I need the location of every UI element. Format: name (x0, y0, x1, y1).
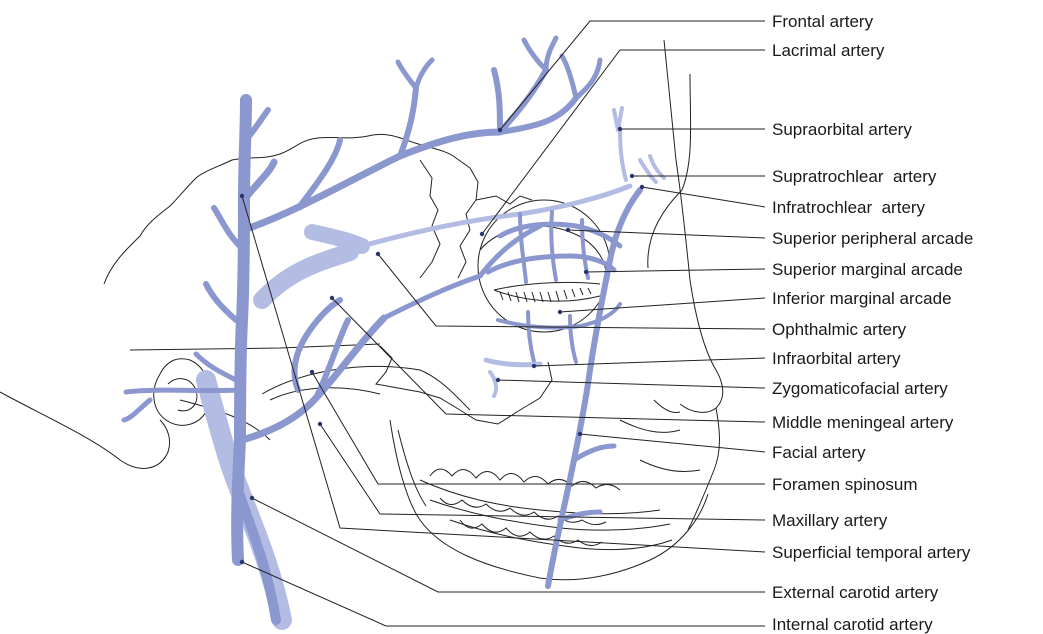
label-supraorbital-artery: Supraorbital artery (772, 120, 912, 139)
label-internal-carotid-artery: Internal carotid artery (772, 615, 933, 634)
label-middle-meningeal-artery: Middle meningeal artery (772, 413, 954, 432)
label-superior-peripheral-arcade: Superior peripheral arcade (772, 229, 973, 248)
leader-infraorbital-artery (534, 358, 765, 366)
leader-facial-artery (580, 434, 765, 452)
label-superior-marginal-arcade: Superior marginal arcade (772, 260, 963, 279)
leader-external-carotid-artery (252, 498, 765, 592)
label-infraorbital-artery: Infraorbital artery (772, 349, 901, 368)
label-supratrochlear-artery: Supratrochlear artery (772, 167, 937, 186)
leader-internal-carotid-artery (242, 562, 765, 626)
vessel-network (124, 38, 664, 620)
label-ophthalmic-artery: Ophthalmic artery (772, 320, 907, 339)
leader-lacrimal-artery (482, 50, 765, 234)
label-superficial-temporal-artery: Superficial temporal artery (772, 543, 971, 562)
label-external-carotid-artery: External carotid artery (772, 583, 939, 602)
leader-foramen-spinosum (312, 372, 765, 484)
label-zygomaticofacial-artery: Zygomaticofacial artery (772, 379, 948, 398)
leader-maxillary-artery (320, 424, 765, 520)
label-infratrochlear-artery: Infratrochlear artery (772, 198, 926, 217)
leader-zygomaticofacial-artery (498, 380, 765, 388)
label-inferior-marginal-arcade: Inferior marginal arcade (772, 289, 952, 308)
label-frontal-artery: Frontal artery (772, 12, 874, 31)
leader-inferior-marginal-arcade (560, 298, 765, 312)
label-foramen-spinosum: Foramen spinosum (772, 475, 918, 494)
leader-infratrochlear-artery (642, 187, 765, 207)
labels: Frontal artery Lacrimal artery Supraorbi… (772, 12, 973, 634)
label-lacrimal-artery: Lacrimal artery (772, 41, 885, 60)
label-facial-artery: Facial artery (772, 443, 866, 462)
label-maxillary-artery: Maxillary artery (772, 511, 888, 530)
